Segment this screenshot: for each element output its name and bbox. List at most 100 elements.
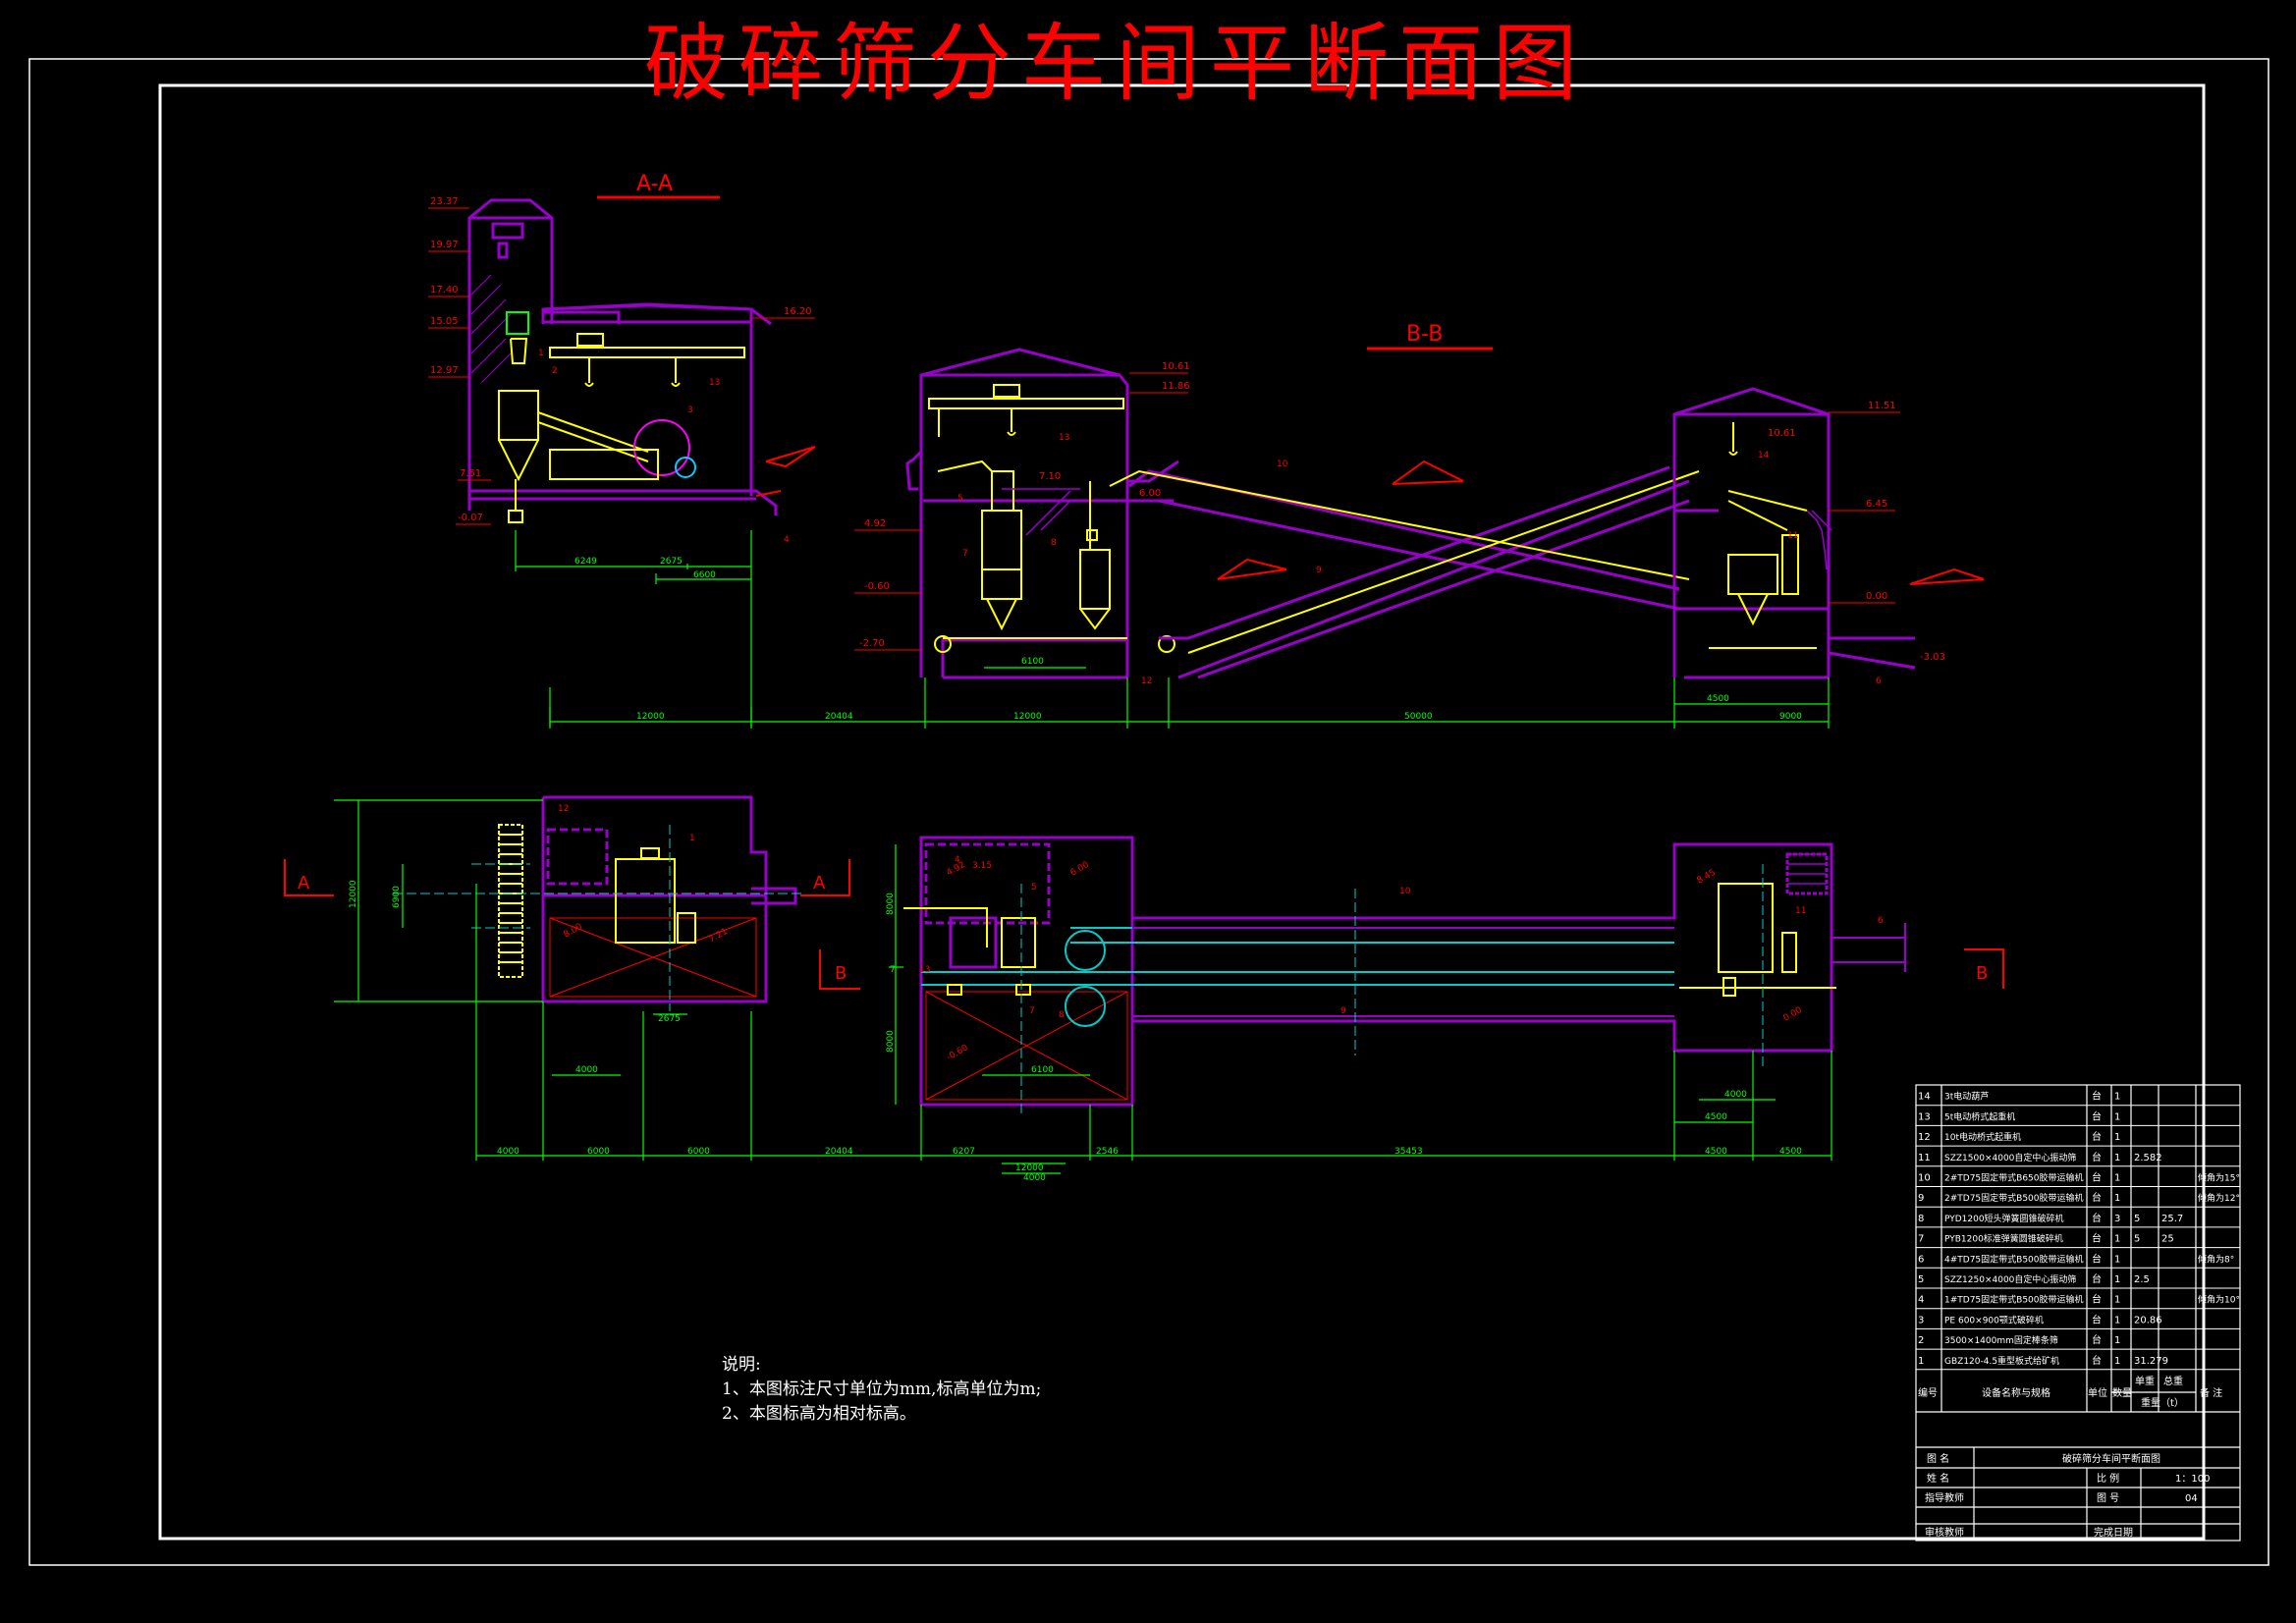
bom-cell: 3 [1918, 1315, 1924, 1325]
bom-cell: 3 [2114, 1214, 2120, 1224]
bom-cell: 1 [2114, 1092, 2120, 1103]
part-bb-13: 13 [1059, 433, 1069, 443]
bom-h-w1: 单重 [2135, 1375, 2155, 1387]
bom-cell: 倾角为8° [2198, 1253, 2234, 1265]
part-aa-2: 2 [552, 366, 558, 376]
bom-cell: 台 [2092, 1272, 2102, 1285]
dim-bb-12000b: 12000 [1013, 712, 1042, 722]
elev-aa-6: -0.07 [458, 513, 483, 523]
bom-cell: 1 [2114, 1356, 2120, 1367]
bom-cell: 10t电动桥式起重机 [1944, 1131, 2021, 1143]
bom-cell: 1 [2114, 1234, 2120, 1245]
bom-cell: 1 [2114, 1274, 2120, 1285]
dim-bb-9000: 9000 [1779, 712, 1802, 722]
bom-cell: GBZ120-4.5重型板式给矿机 [1944, 1355, 2059, 1367]
part-plan-7: 7 [1029, 1006, 1035, 1016]
bom-cell: 台 [2092, 1313, 2102, 1325]
bom-h-remark: 备 注 [2200, 1386, 2222, 1399]
dim-bb-20404: 20404 [825, 712, 853, 722]
bom-cell: 台 [2092, 1151, 2102, 1163]
plan-elev-0: 8.00 [563, 922, 585, 941]
bom-cell: 1 [1918, 1356, 1924, 1367]
dim-plan-20404: 20404 [825, 1147, 853, 1157]
part-bb-10: 10 [1277, 460, 1288, 469]
elev-bb-3: 6.00 [1139, 488, 1161, 499]
part-bb-14: 14 [1758, 451, 1770, 460]
part-bb-7: 7 [962, 549, 968, 559]
part-plan-11: 11 [1795, 906, 1806, 916]
dim-plan-4000c: 4000 [575, 1065, 598, 1075]
dim-plan-4500b: 4500 [1779, 1147, 1802, 1157]
bom-cell: 1 [2114, 1111, 2120, 1122]
bom-cell: 倾角为12° [2198, 1192, 2240, 1204]
part-bb-5: 5 [957, 494, 963, 504]
bom-cell: 31.279 [2134, 1356, 2168, 1367]
bom-cell: 10 [1918, 1173, 1931, 1184]
plan-elev-6: 8.45 [1696, 868, 1718, 887]
tb-drawing-name: 破碎筛分车间平断面图 [2062, 1452, 2160, 1465]
part-plan-9: 9 [1340, 1006, 1346, 1016]
bom-cell: 1 [2114, 1173, 2120, 1184]
part-plan-10: 10 [1399, 887, 1411, 896]
elev-bb-7: 11.51 [1868, 401, 1896, 411]
dim-plan-6000b: 6000 [687, 1147, 710, 1157]
bom-cell: 台 [2092, 1130, 2102, 1143]
part-bb-11: 11 [1787, 531, 1798, 541]
bom-cell: 台 [2092, 1171, 2102, 1184]
bom-cell: 12 [1918, 1132, 1931, 1143]
bom-header: 编号 设备名称与规格 单位 数量 单重 总重 重量（t） 备 注 图 名 破碎筛… [1918, 1375, 2222, 1539]
elev-bb-2: 7.10 [1039, 471, 1061, 482]
plan-elev-4: -0.60 [946, 1043, 970, 1062]
elev-bb-5: -0.60 [864, 581, 890, 592]
part-plan-4: 4 [955, 855, 960, 865]
bom-h-name: 设备名称与规格 [1982, 1386, 2050, 1399]
part-bb-8: 8 [1051, 538, 1057, 548]
elev-bb-8: 10.61 [1768, 428, 1796, 439]
bom-cell: PYB1200标准弹簧圆锥破碎机 [1944, 1233, 2063, 1245]
dim-plan-4500c: 4500 [1705, 1112, 1727, 1122]
bom-cell: SZZ1500×4000自定中心振动筛 [1944, 1152, 2076, 1163]
part-plan-13: 13 [919, 965, 930, 975]
bom-cell: 台 [2092, 1333, 2102, 1346]
bom-cell: 3t电动葫芦 [1944, 1091, 1989, 1103]
bom-cell: 台 [2092, 1090, 2102, 1103]
elev-bb-0: 10.61 [1162, 361, 1190, 372]
part-bb-9: 9 [1316, 566, 1322, 575]
drawing-title: 破碎筛分车间平断面图 [644, 15, 1587, 113]
bom-cell: 4#TD75固定带式B500胶带运输机 [1944, 1253, 2084, 1265]
part-aa-4: 4 [784, 535, 790, 545]
inner-frame [158, 83, 2206, 1541]
bom-cell: 1 [2114, 1254, 2120, 1265]
bom-cell: 7 [1918, 1234, 1924, 1245]
cut-a-right: A [813, 873, 826, 893]
bom-cell: 14 [1918, 1092, 1931, 1103]
tb-scale: 1：100 [2175, 1474, 2210, 1485]
bom-cell: 25 [2161, 1234, 2174, 1245]
part-aa-13: 13 [709, 378, 720, 388]
section-aa: A-A [428, 172, 816, 727]
bom-h-unit: 单位 [2088, 1386, 2107, 1399]
elev-bb-4: 4.92 [864, 518, 886, 529]
section-aa-label: A-A [636, 172, 673, 196]
plan-elev-1: 3.15 [972, 861, 992, 871]
bom-cell: 1 [2114, 1193, 2120, 1204]
dim-aa-6600: 6600 [693, 570, 716, 580]
part-plan-6: 6 [1878, 916, 1884, 926]
bom-cell: 20.86 [2134, 1315, 2162, 1325]
bom-cell: 5 [2134, 1214, 2140, 1224]
part-aa-3: 3 [687, 406, 693, 415]
bom-cell: 2#TD75固定带式B650胶带运输机 [1944, 1172, 2084, 1184]
bom-cell: 5 [1918, 1274, 1924, 1285]
bom-cell: 1 [2114, 1315, 2120, 1325]
elev-bb-9: 6.45 [1866, 499, 1887, 510]
part-plan-12: 12 [558, 804, 569, 814]
bom-cell: PE 600×900颚式破碎机 [1944, 1314, 2044, 1325]
notes-line-1: 1、本图标注尺寸单位为mm,标高单位为m; [722, 1380, 1042, 1399]
bom-h-no: 编号 [1918, 1386, 1938, 1399]
dim-bb-50000: 50000 [1404, 712, 1433, 722]
bom-cell: 2#TD75固定带式B500胶带运输机 [1944, 1192, 2084, 1204]
tb-drawing-no: 04 [2185, 1493, 2198, 1504]
bom-cell: 倾角为10° [2198, 1294, 2240, 1306]
part-bb-12: 12 [1141, 676, 1152, 686]
